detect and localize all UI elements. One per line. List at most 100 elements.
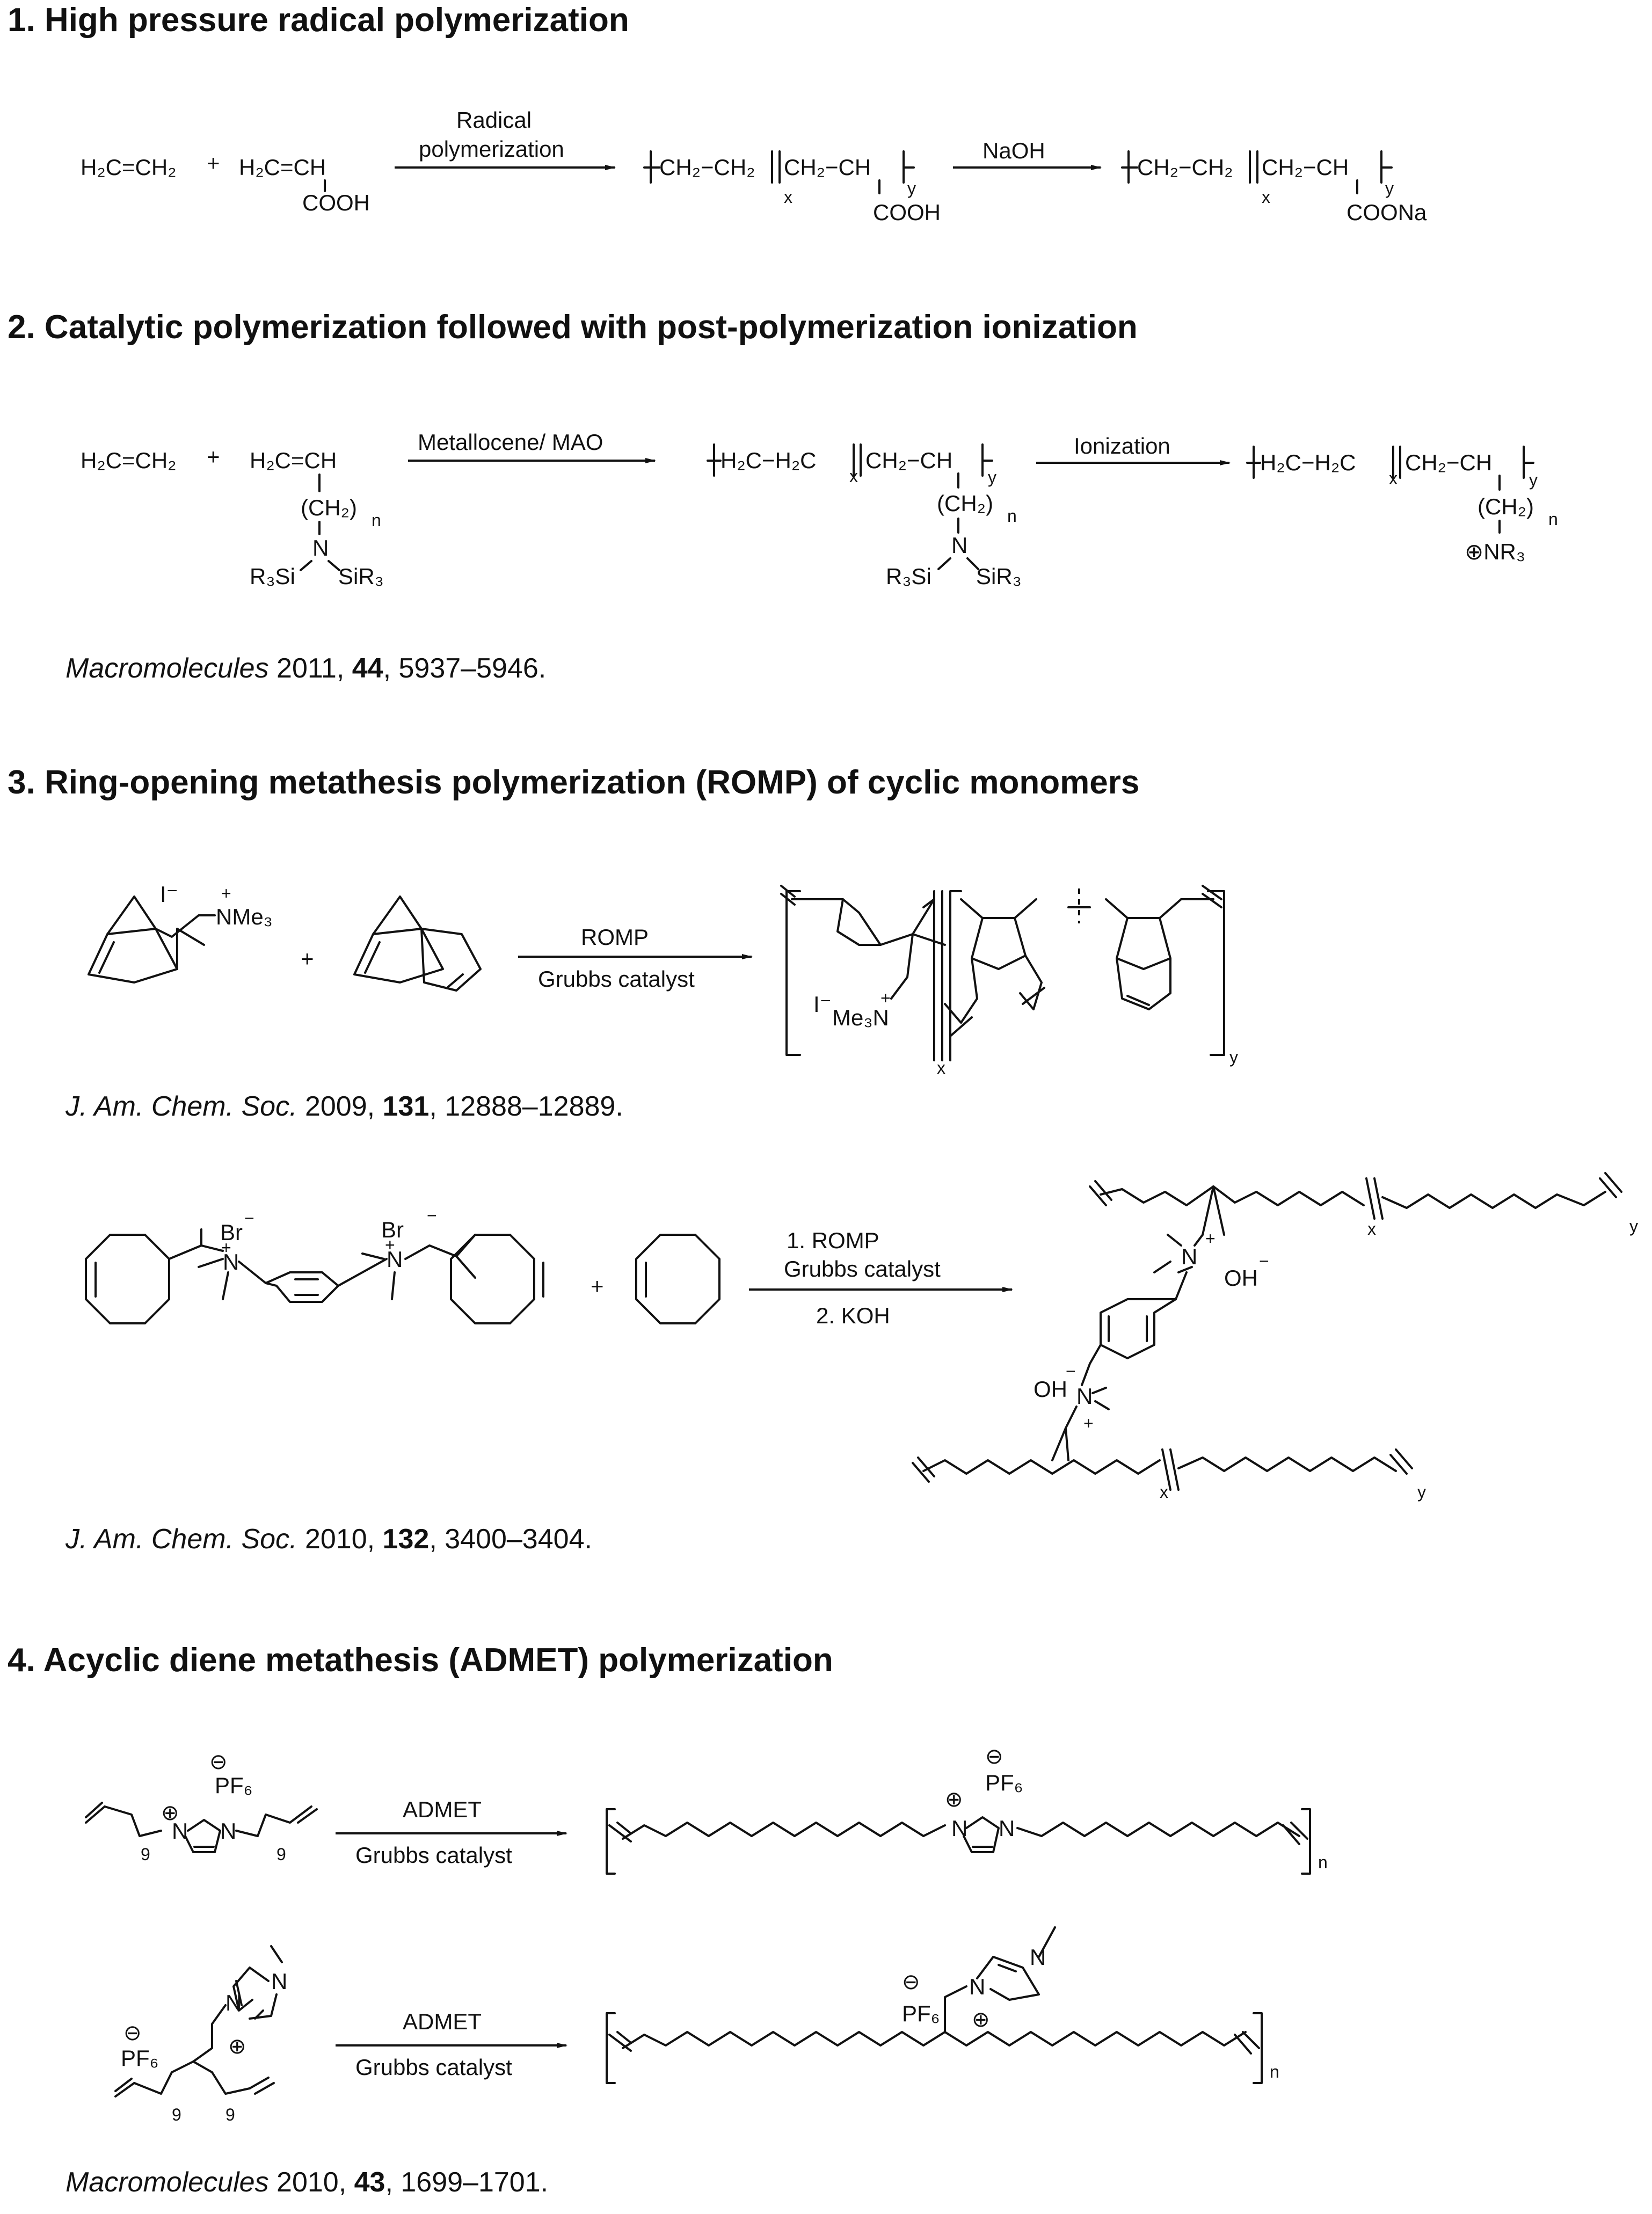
- arrow-label-metallocene: Metallocene/ MAO: [418, 429, 603, 455]
- ionomer-product: H₂C−H₂C x CH₂−CH y (CH₂) n ⊕NR₃: [1246, 446, 1558, 564]
- svg-text:N: N: [999, 1816, 1015, 1841]
- plus-sign: +: [591, 1273, 604, 1299]
- svg-text:x: x: [1160, 1482, 1168, 1502]
- svg-text:I⁻: I⁻: [160, 882, 178, 907]
- svg-text:n: n: [1007, 506, 1017, 526]
- svg-text:x: x: [1389, 469, 1398, 488]
- arrow-label-radical: Radical: [456, 107, 532, 133]
- svg-text:Br: Br: [220, 1220, 243, 1245]
- svg-text:n: n: [1270, 2062, 1279, 2081]
- arrow-label-grubbs: Grubbs catalyst: [355, 2055, 512, 2080]
- arrow-label-polymerization: polymerization: [419, 136, 564, 162]
- svg-text:n: n: [1548, 509, 1558, 529]
- section-1-title: 1. High pressure radical polymerization: [8, 2, 629, 39]
- scheme-4b: N N ⊕ ⊖ PF₆ 9 9 ADMET Grubbs catalyst N …: [66, 1926, 1279, 2198]
- scheme-3b: N + Br − N + Br − + 1. ROMP Grubbs catal…: [65, 1172, 1638, 1555]
- svg-text:PF₆: PF₆: [902, 2001, 940, 2026]
- svg-text:y: y: [1385, 179, 1394, 198]
- svg-text:CH₂−CH: CH₂−CH: [865, 448, 952, 473]
- svg-text:⊕NR₃: ⊕NR₃: [1465, 539, 1525, 564]
- arrow-label-romp-step: 1. ROMP: [787, 1228, 879, 1253]
- svg-text:x: x: [849, 467, 858, 486]
- svg-text:Me₃N: Me₃N: [832, 1005, 889, 1030]
- plus-sign: +: [207, 444, 220, 469]
- svg-text:R₃Si: R₃Si: [886, 564, 931, 589]
- copolymer-acid: CH₂−CH₂ x CH₂−CH y COOH: [643, 150, 941, 225]
- ethylene-monomer: H₂C=CH₂: [81, 155, 176, 180]
- svg-text:+: +: [221, 884, 231, 903]
- svg-text:N: N: [1076, 1383, 1093, 1409]
- svg-text:Br: Br: [381, 1217, 404, 1242]
- section-3-title: 3. Ring-opening metathesis polymerizatio…: [8, 764, 1139, 801]
- svg-text:PF₆: PF₆: [985, 1770, 1023, 1795]
- ethylene-monomer: H₂C=CH₂: [81, 448, 176, 473]
- svg-text:+: +: [1083, 1414, 1094, 1433]
- svg-text:H₂C−H₂C: H₂C−H₂C: [1260, 450, 1356, 475]
- svg-text:COONa: COONa: [1347, 200, 1427, 225]
- svg-text:−: −: [1066, 1361, 1076, 1381]
- svg-text:x: x: [937, 1058, 945, 1077]
- functional-copolymer: H₂C−H₂C x CH₂−CH y (CH₂) n N R₃Si SiR₃: [707, 443, 1022, 589]
- svg-text:⊕: ⊕: [945, 1788, 963, 1811]
- svg-text:CH₂−CH₂: CH₂−CH₂: [1137, 155, 1233, 180]
- svg-text:−: −: [427, 1206, 437, 1225]
- svg-text:OH: OH: [1034, 1377, 1067, 1402]
- svg-text:x: x: [784, 187, 792, 207]
- cyclooctene-monomer: [635, 1234, 721, 1324]
- svg-text:N: N: [387, 1247, 403, 1272]
- svg-text:⊖: ⊖: [209, 1750, 228, 1774]
- svg-text:⊕: ⊕: [972, 2008, 990, 2031]
- cooh-group: COOH: [302, 190, 370, 215]
- arrow-label-ionization: Ionization: [1074, 433, 1170, 458]
- svg-text:SiR₃: SiR₃: [976, 564, 1022, 589]
- reference-macromolecules-2011: Macromolecules 2011, 44, 5937–5946.: [66, 653, 546, 684]
- svg-text:y: y: [1229, 1047, 1238, 1067]
- svg-text:y: y: [1529, 470, 1538, 490]
- svg-text:x: x: [1367, 1219, 1376, 1239]
- branched-imidazolium-diene-monomer: N N ⊕ ⊖ PF₆ 9 9: [114, 1945, 287, 2124]
- scheme-2: H₂C=CH₂ + H₂C=CH (CH₂) n N R₃Si SiR₃ Met…: [66, 429, 1558, 684]
- copolymer-sodium-salt: CH₂−CH₂ x CH₂−CH y COONa: [1121, 150, 1427, 225]
- arrow-label-grubbs-step: Grubbs catalyst: [784, 1256, 941, 1281]
- svg-text:9: 9: [172, 2105, 181, 2124]
- svg-text:⊖: ⊖: [902, 1970, 920, 1994]
- pendant-imidazolium-polymer: N ⊕ ⊖ PF₆ N n: [606, 1926, 1279, 2084]
- section-2-title: 2. Catalytic polymerization followed wit…: [8, 309, 1138, 346]
- svg-text:⊖: ⊖: [123, 2021, 142, 2045]
- dicyclopentadiene-monomer: [353, 895, 482, 992]
- svg-text:y: y: [988, 468, 996, 487]
- imidazolium-diene-monomer: 9 ⊕ N N ⊖ PF₆ 9: [85, 1750, 318, 1864]
- svg-text:R₃Si: R₃Si: [250, 564, 295, 589]
- svg-text:H₂C−H₂C: H₂C−H₂C: [721, 448, 816, 473]
- svg-text:−: −: [244, 1208, 254, 1228]
- svg-text:N: N: [312, 535, 329, 560]
- svg-text:9: 9: [141, 1845, 150, 1864]
- svg-text:PF₆: PF₆: [215, 1773, 253, 1798]
- svg-text:n: n: [372, 511, 381, 530]
- svg-text:PF₆: PF₆: [121, 2045, 159, 2071]
- arrow-label-admet: ADMET: [403, 1797, 482, 1822]
- plus-sign: +: [301, 946, 314, 971]
- svg-text:CH₂−CH: CH₂−CH: [1405, 450, 1492, 475]
- scheme-3a: I⁻ + NMe₃ + ROMP Grubbs catalyst I⁻ +: [65, 882, 1238, 1122]
- svg-text:(CH₂): (CH₂): [937, 491, 993, 516]
- svg-text:−: −: [1259, 1251, 1269, 1271]
- svg-text:+: +: [385, 1235, 395, 1255]
- reference-jacs-2009: J. Am. Chem. Soc. 2009, 131, 12888–12889…: [65, 1091, 623, 1122]
- svg-text:⊕: ⊕: [228, 2035, 246, 2058]
- svg-text:⊖: ⊖: [985, 1745, 1003, 1768]
- svg-text:N: N: [271, 1969, 287, 1994]
- svg-text:(CH₂): (CH₂): [1478, 494, 1534, 519]
- svg-text:SiR₃: SiR₃: [338, 564, 384, 589]
- svg-text:COOH: COOH: [873, 200, 941, 225]
- arrow-label-naoh: NaOH: [983, 138, 1045, 163]
- svg-text:(CH₂): (CH₂): [301, 495, 357, 520]
- scheme-4a: 9 ⊕ N N ⊖ PF₆ 9 ADMET Grubbs catalyst ⊕ …: [85, 1745, 1328, 1875]
- svg-text:N: N: [951, 533, 967, 558]
- acrylic-acid-vinyl: H₂C=CH: [239, 155, 326, 180]
- svg-text:9: 9: [276, 1845, 286, 1864]
- svg-text:⊕: ⊕: [161, 1801, 179, 1825]
- svg-text:I⁻: I⁻: [813, 992, 832, 1017]
- svg-text:x: x: [1262, 187, 1270, 207]
